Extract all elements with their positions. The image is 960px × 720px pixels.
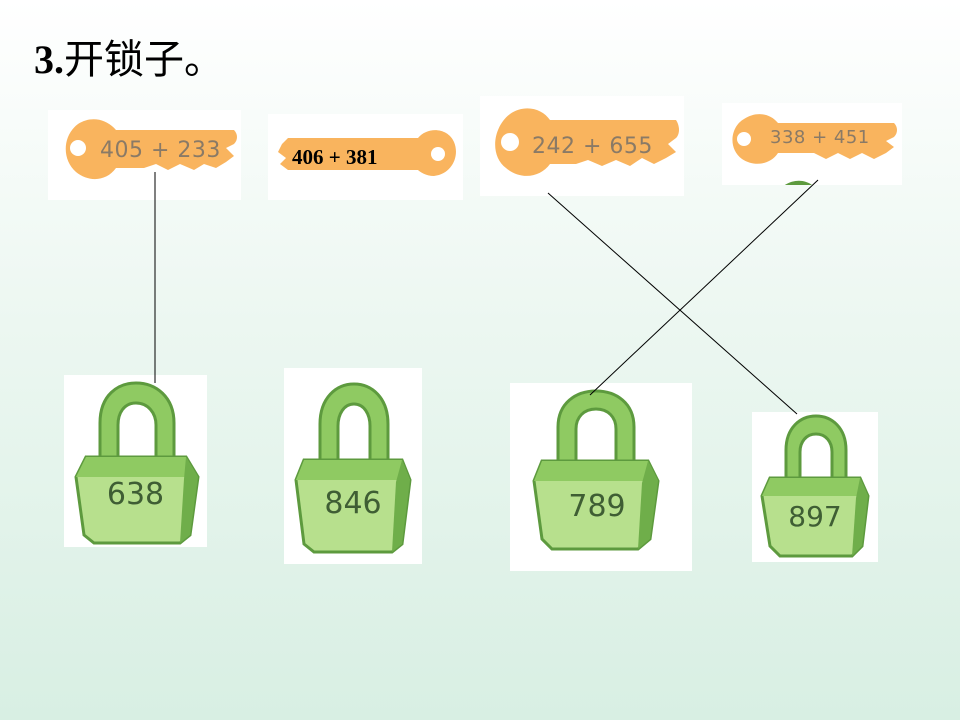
- lock-card-1: 638: [64, 375, 207, 547]
- question-text: 开锁子。: [64, 37, 224, 83]
- key-icon: [495, 108, 679, 176]
- key-card-3: 242 + 655: [480, 96, 684, 196]
- padlock-icon: [760, 414, 870, 558]
- lock-value: 897: [788, 500, 842, 533]
- lock-card-2: 846: [284, 368, 422, 564]
- lock-value: 638: [106, 477, 165, 512]
- lock-value: 789: [568, 489, 626, 524]
- padlock-icon: [294, 382, 412, 554]
- lock-value: 846: [324, 486, 382, 521]
- lock-card-3: 789: [510, 383, 692, 571]
- key-icon: [65, 119, 237, 180]
- key-expression: 405 + 233: [100, 138, 221, 163]
- match-line-key4-lock3: [589, 179, 819, 396]
- question-number: 3.: [34, 37, 64, 82]
- page-title: 3.开锁子。: [34, 37, 224, 83]
- key-icon: [278, 130, 456, 176]
- padlock-icon: [74, 381, 200, 545]
- key-card-4: 338 + 451: [722, 103, 902, 185]
- key-card-1: 405 + 233: [48, 110, 241, 200]
- lock-card-4: 897: [752, 412, 878, 562]
- key-expression: 338 + 451: [770, 127, 870, 148]
- key-expression: 406 + 381: [292, 145, 378, 169]
- match-line-key3-lock4: [547, 192, 798, 415]
- key-expression: 242 + 655: [532, 134, 653, 159]
- padlock-icon: [532, 389, 660, 551]
- key-card-2: 406 + 381: [268, 114, 463, 200]
